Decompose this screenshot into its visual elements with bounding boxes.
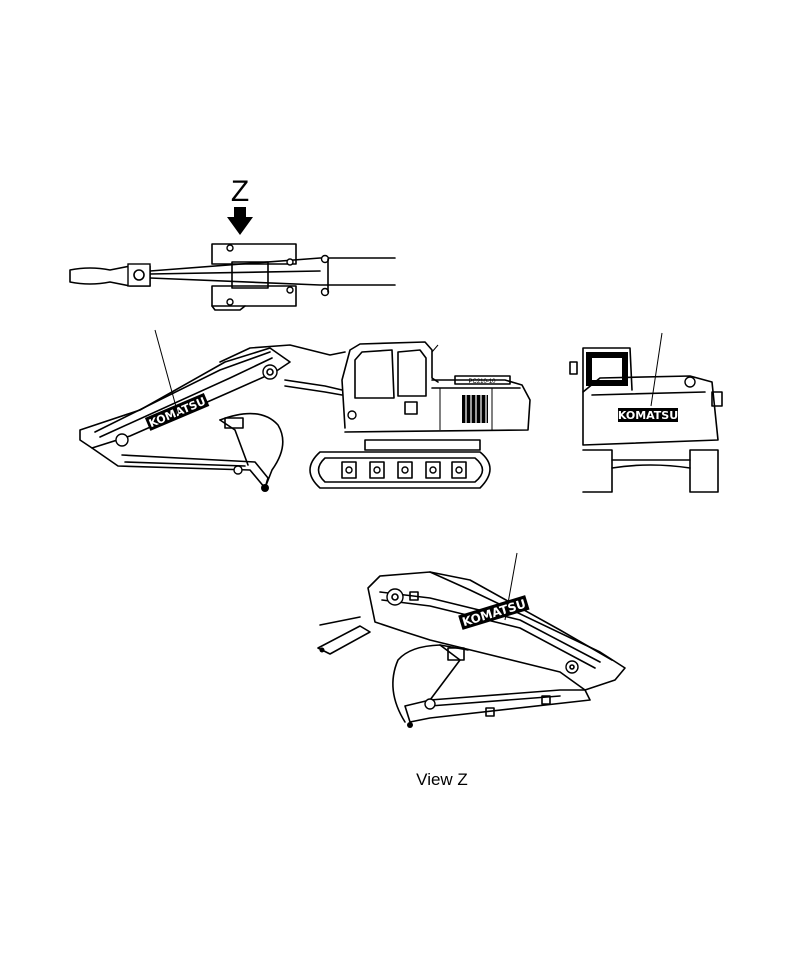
viewz-komatsu-logo: KOMATSU	[458, 595, 530, 630]
view-z-marker: Z	[227, 175, 253, 235]
model-plate: PC210-10	[468, 379, 496, 385]
view-caption: View Z	[416, 770, 468, 789]
track-rollers	[341, 461, 467, 479]
leader-line	[504, 552, 518, 621]
rear-logo-text: KOMATSU	[618, 409, 678, 422]
rear-view-excavator: KOMATSU	[569, 332, 723, 493]
grille	[462, 395, 488, 423]
leader-line	[154, 329, 179, 415]
view-marker-letter: Z	[231, 175, 249, 208]
rear-komatsu-logo: KOMATSU	[618, 408, 678, 422]
side-view-excavator: KOMATSU PC210-10	[79, 329, 531, 492]
down-arrow-icon	[227, 207, 253, 235]
view-z-detail: KOMATSU	[317, 552, 626, 728]
leader-line	[650, 332, 663, 407]
top-view-boom	[69, 243, 396, 311]
